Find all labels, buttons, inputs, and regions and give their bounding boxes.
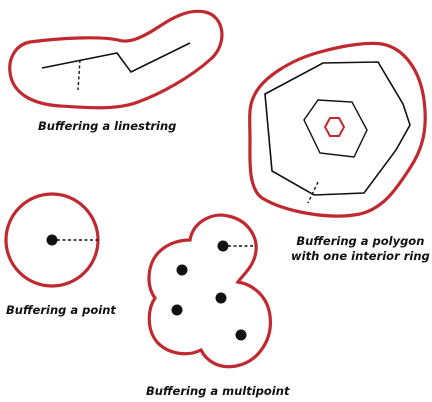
multipoint-point (235, 329, 247, 341)
multipoint-point (176, 264, 188, 276)
multipoint-point (171, 304, 183, 316)
interior-ring-buffer (323, 117, 346, 137)
polygon-caption-line2: with one interior ring (291, 249, 430, 263)
polygon-exterior-ring (264, 61, 411, 196)
polygon-example (248, 41, 427, 218)
polygon-interior-ring (303, 99, 368, 158)
point-geometry (46, 234, 58, 246)
polygon-caption-line1: Buffering a polygon (296, 234, 425, 248)
multipoint-point (217, 240, 229, 252)
polygon-caption: Buffering a polygon with one interior ri… (291, 234, 430, 264)
linestring-buffer-distance (77, 59, 81, 91)
multipoint-example (147, 213, 272, 369)
multipoint-buffer-outline (147, 213, 272, 369)
point-caption: Buffering a point (6, 303, 116, 317)
multipoint-caption: Buffering a multipoint (146, 384, 290, 398)
linestring-example (8, 9, 224, 110)
linestring-geometry (41, 42, 191, 74)
linestring-buffer-outline (8, 9, 224, 110)
polygon-buffer-outline (248, 41, 427, 218)
polygon-buffer-distance (307, 181, 319, 204)
linestring-caption: Buffering a linestring (38, 119, 177, 133)
point-example (4, 192, 100, 288)
multipoint-point (215, 292, 227, 304)
